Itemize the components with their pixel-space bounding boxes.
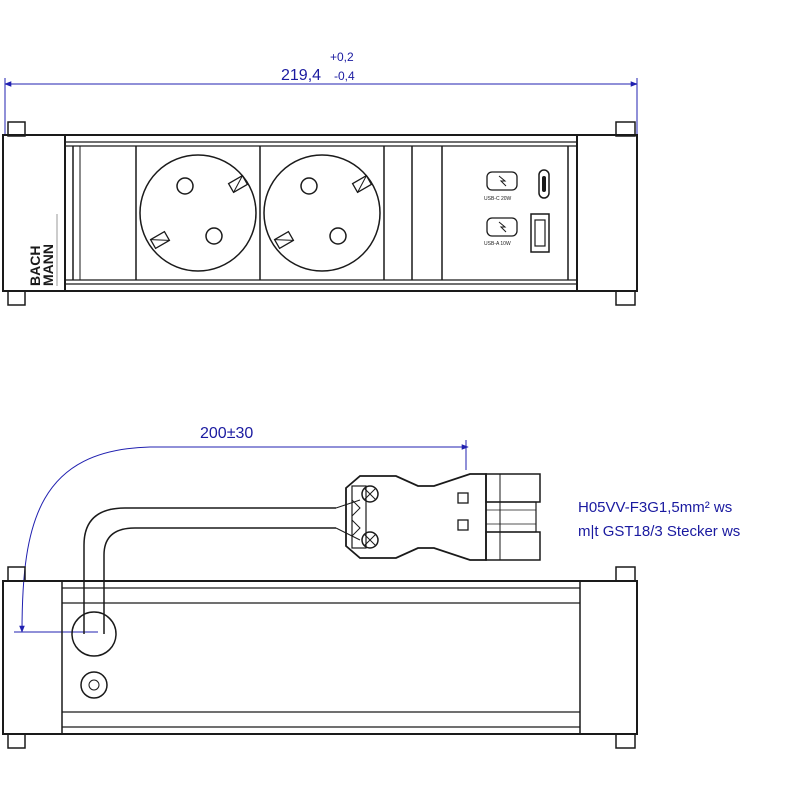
brand-line-2: MANN — [40, 244, 56, 286]
width-nominal: 219,4 — [281, 67, 321, 84]
connector-plug-top — [485, 473, 541, 503]
power-cable — [83, 499, 361, 634]
schuko-socket-1 — [139, 154, 257, 272]
end-cap-left — [2, 134, 66, 292]
clip-top-right — [615, 121, 636, 137]
usb-a-symbol-icon — [486, 217, 518, 237]
clip-top-left — [7, 121, 26, 137]
top-width-dimension: 219,4 +0,2 -0,4 — [4, 50, 638, 135]
usb-a-label: USB-A 10W — [484, 241, 511, 247]
side-housing-outline — [2, 580, 638, 735]
usb-a-port — [530, 213, 550, 253]
width-tol-upper: +0,2 — [330, 50, 354, 64]
end-cap-right — [576, 134, 638, 292]
mounting-hole — [80, 671, 108, 699]
cable-spec-line-2: m|t GST18/3 Stecker ws — [578, 523, 740, 540]
connector-plug-bottom — [485, 531, 541, 561]
connector-screw-bottom — [361, 531, 379, 549]
clip-bottom-left — [7, 290, 26, 306]
cable-spec-line-1: H05VV-F3G1,5mm² ws — [578, 499, 732, 516]
power-strip-top-view: BACH MANN USB-C 20W — [2, 121, 638, 306]
usb-c-port — [538, 169, 550, 199]
brand-logo: BACH MANN — [27, 214, 58, 286]
usb-c-symbol-icon — [486, 171, 518, 191]
schuko-socket-2 — [263, 154, 381, 272]
clip-bottom-right — [615, 290, 636, 306]
width-tol-lower: -0,4 — [334, 69, 355, 83]
usb-c-label: USB-C 20W — [484, 196, 512, 202]
cable-length-label: 200±30 — [200, 425, 253, 442]
cable-gland — [71, 611, 117, 657]
housing-outline — [2, 134, 638, 292]
brand-line-1: BACH — [27, 246, 43, 286]
gst18-connector — [345, 473, 541, 561]
power-strip-side-view — [2, 566, 638, 749]
usb-charger-module: USB-C 20W USB-A 10W — [484, 169, 550, 253]
connector-screw-top — [361, 485, 379, 503]
